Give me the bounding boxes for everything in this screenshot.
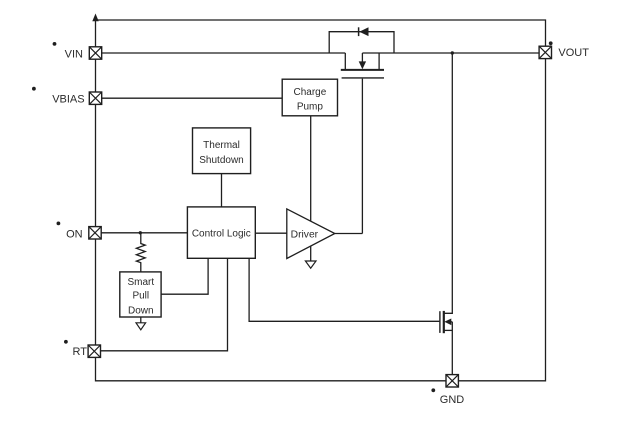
svg-text:Charge: Charge [293, 87, 326, 98]
svg-text:Down: Down [128, 305, 154, 316]
svg-text:Driver: Driver [291, 229, 319, 240]
svg-text:VBIAS: VBIAS [52, 93, 84, 105]
svg-text:Pump: Pump [297, 101, 324, 112]
svg-text:VIN: VIN [65, 49, 83, 61]
svg-text:RT: RT [73, 346, 88, 358]
svg-text:Thermal: Thermal [203, 140, 240, 151]
svg-text:Control Logic: Control Logic [192, 229, 251, 240]
svg-text:Smart: Smart [127, 277, 154, 288]
svg-text:Pull: Pull [132, 290, 149, 301]
svg-text:Shutdown: Shutdown [199, 155, 243, 166]
svg-text:VOUT: VOUT [558, 47, 589, 59]
svg-text:ON: ON [66, 228, 83, 240]
svg-text:GND: GND [440, 394, 465, 406]
